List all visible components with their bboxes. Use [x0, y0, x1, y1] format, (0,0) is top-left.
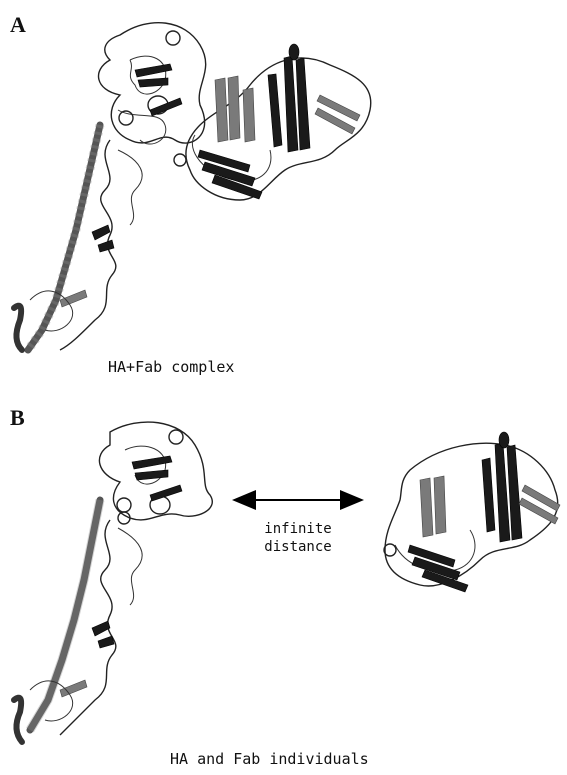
arrow-label: infinite distance: [253, 520, 343, 556]
panel-b-label: B: [10, 405, 25, 431]
ha-individual-structure: [14, 422, 212, 742]
arrow-label-line2: distance: [253, 538, 343, 556]
ha-helix-stalk-b: [14, 500, 100, 742]
infinite-distance-arrow: [232, 490, 364, 510]
arrow-label-line1: infinite: [253, 520, 343, 538]
ha-fab-complex-structure: [14, 23, 371, 350]
fab-structure-a: [174, 44, 371, 200]
fab-individual-structure: [384, 432, 560, 592]
ha-head-a: [99, 23, 206, 144]
ha-head-b: [99, 422, 212, 524]
panel-b-caption: HA and Fab individuals: [170, 750, 369, 768]
ha-helix-stalk-a: [14, 125, 100, 350]
panel-a-caption: HA+Fab complex: [108, 358, 234, 376]
